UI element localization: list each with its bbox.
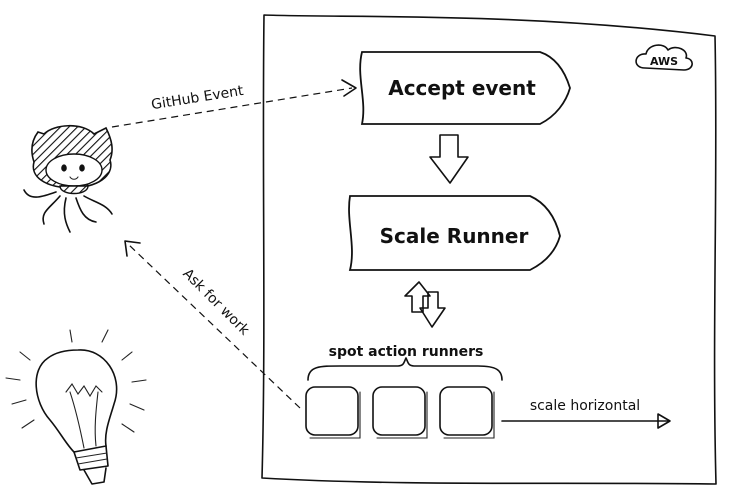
- ask-for-work-arrow: Ask for work: [124, 240, 301, 409]
- octocat-icon: [23, 124, 113, 233]
- accept-event-label: Accept event: [388, 76, 536, 100]
- github-event-label: GitHub Event: [150, 83, 245, 113]
- runner-box[interactable]: [305, 386, 361, 439]
- runner-box[interactable]: [372, 386, 428, 439]
- down-arrow-icon: [429, 134, 469, 184]
- lightbulb-icon: [5, 329, 147, 485]
- ask-for-work-label: Ask for work: [179, 266, 252, 339]
- runner-box[interactable]: [439, 386, 495, 439]
- github-event-arrow: GitHub Event: [111, 79, 357, 128]
- accept-event-node[interactable]: Accept event: [359, 51, 571, 125]
- scale-horizontal-label: scale horizontal: [530, 398, 640, 414]
- aws-label: AWS: [650, 55, 678, 68]
- scale-runner-label: Scale Runner: [380, 224, 529, 248]
- spot-runners-label: spot action runners: [329, 344, 484, 360]
- runners-brace: [307, 357, 503, 381]
- scale-horizontal-arrow: scale horizontal: [501, 398, 671, 429]
- bidirectional-arrows-icon: [404, 281, 446, 328]
- scale-runner-node[interactable]: Scale Runner: [348, 195, 561, 271]
- aws-cloud-icon: AWS: [635, 44, 693, 71]
- aws-boundary: [261, 14, 717, 485]
